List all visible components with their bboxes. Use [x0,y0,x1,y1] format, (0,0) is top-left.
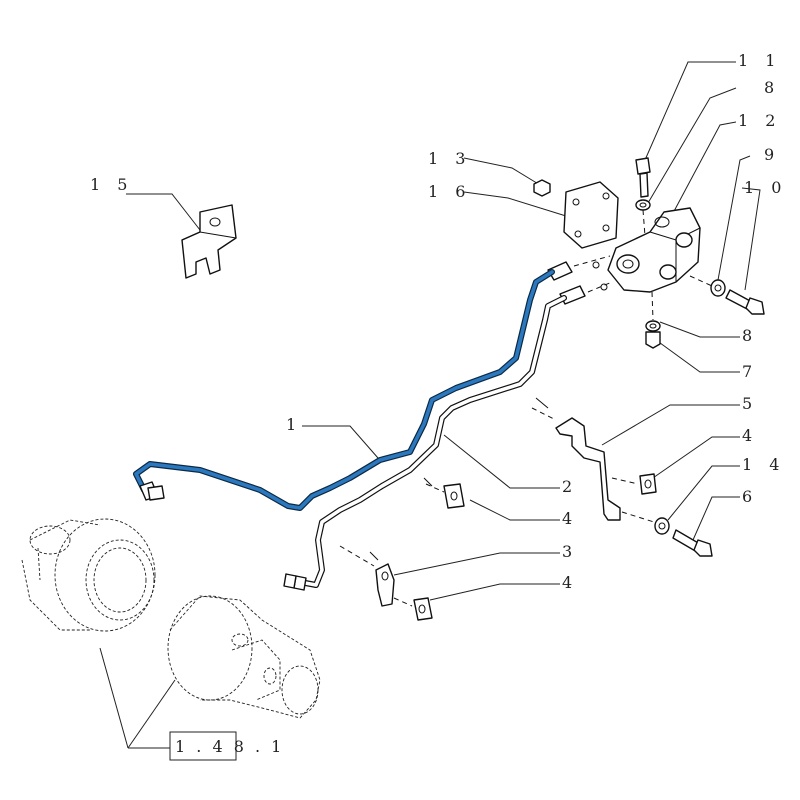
leader-6 [692,496,740,541]
callout-9: 9 [764,145,780,164]
axle-housing-ghost [21,518,156,632]
callout-4a: 4 [742,426,758,445]
bracket-part-5 [531,397,621,521]
leader-3 [393,552,560,576]
clip-part-4-middle [423,477,465,509]
bolt-axis-10 [689,275,713,287]
screw-axis-7 [651,291,654,321]
flange-plate-part-16 [563,181,619,249]
callout-labels: 1 1 8 1 2 9 1 0 1 3 1 6 1 5 8 7 5 1 4 2 … [90,51,787,592]
washer-part-9 [710,279,726,297]
pipe-fittings [547,255,613,305]
bolt-part-10 [725,289,765,315]
leader-8-bottom [659,321,740,338]
callout-8-bottom: 8 [742,326,758,345]
differential-housing-ghost [167,595,321,719]
callout-10: 1 0 [744,178,787,197]
callout-4b: 4 [562,509,578,528]
reference-box: 1 . 4 8 . 1 [169,731,284,761]
leader-4a [649,436,740,481]
callout-6: 6 [742,487,758,506]
leader-9 [717,155,751,281]
bracket-part-15 [181,204,237,279]
callout-3: 3 [562,542,578,561]
callout-8-top: 8 [764,78,780,97]
leader-15 [126,193,201,231]
callout-14: 1 4 [742,455,785,474]
leader-10 [741,187,761,291]
leader-5 [601,404,740,446]
callout-13: 1 3 [428,149,471,168]
clamp-part-3 [339,545,395,607]
leader-7 [655,339,740,373]
leader-ref-b [127,679,176,749]
valve-block-part-12 [607,207,701,293]
screw-part-7 [645,331,661,349]
bolt-axis-11 [642,209,646,237]
callout-2: 2 [562,477,578,496]
leader-11 [644,61,736,161]
callout-4c: 4 [562,573,578,592]
callout-1: 1 [286,415,302,434]
clip-part-4-right [611,473,657,495]
callout-15: 1 5 [90,175,133,194]
washer-part-8-top [635,199,651,211]
callout-7: 7 [742,362,758,381]
leader-1 [302,425,379,459]
reference-label: 1 . 4 8 . 1 [175,737,284,756]
bolt-part-11 [635,157,651,198]
leader-4c [429,583,560,601]
leader-8-top [647,87,737,204]
callout-12: 1 2 [738,111,781,130]
pipe-part-1-highlighted [133,269,555,511]
leader-4b [469,499,560,521]
leader-lines [99,61,761,749]
bolt-part-6 [672,529,713,557]
leader-ref-a [99,647,129,749]
callout-16: 1 6 [428,182,471,201]
washer-part-8-bottom [645,320,661,332]
leader-16 [463,191,567,217]
callout-5: 5 [742,394,758,413]
washer-part-14 [654,517,670,535]
leader-12 [671,121,737,216]
pipe-part-2 [283,295,567,591]
bolt-axis-6 [621,511,655,523]
nut-part-13 [533,179,551,197]
callout-11: 1 1 [738,51,781,70]
clip-part-4-lower [393,597,433,621]
leader-2 [443,434,560,489]
leader-14 [667,465,740,521]
leader-13 [463,157,541,186]
